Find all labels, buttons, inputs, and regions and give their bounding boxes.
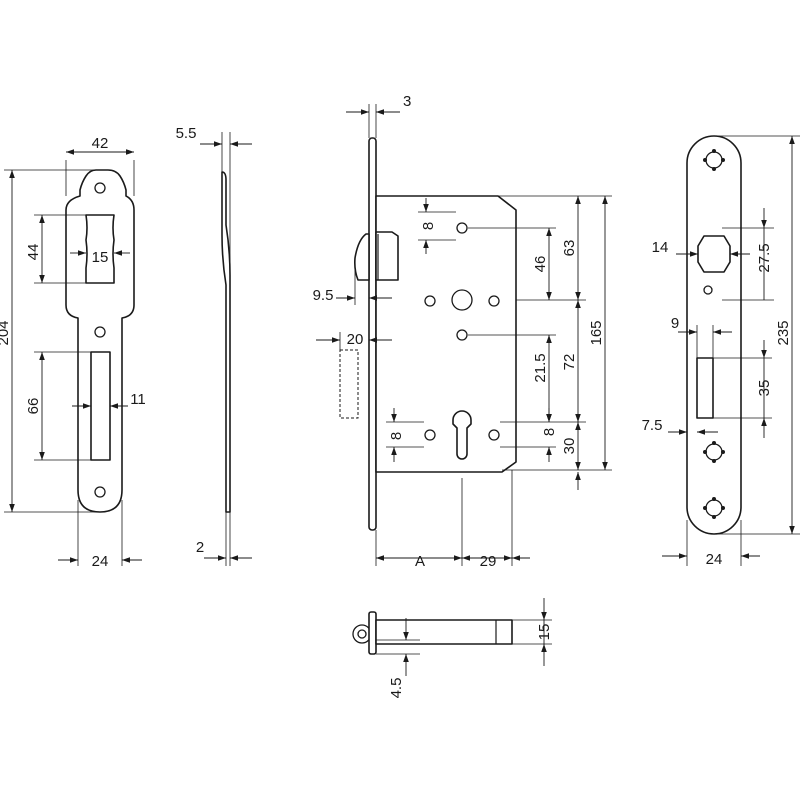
dim-side-offset: 5.5: [176, 125, 197, 142]
dim-case-height: 165: [588, 320, 605, 345]
dim-faceplate-bottom-width: 24: [706, 551, 723, 568]
strike-middle-screw-hole: [94, 326, 106, 338]
dim-faceplate-slot-width: 9: [671, 315, 679, 332]
dim-window-width: 15: [92, 249, 109, 266]
dim-follower-to-cylinder: 72: [561, 354, 578, 371]
latch-bolt-side-view: 15 4.5: [352, 598, 553, 699]
middle-screw-hole: [456, 329, 468, 341]
dim-faceplate-slot-height: 35: [756, 380, 773, 397]
strike-plate-view: 42 204 44 15 66 11 24: [0, 135, 146, 570]
strike-side-view: 5.5 2: [176, 125, 252, 566]
faceplate: [686, 135, 742, 535]
dim-deadbolt-projection: 20: [347, 331, 364, 348]
dim-cylinder-screw-spacing-left: 8: [388, 432, 405, 440]
latch-bolt-bevel: [354, 233, 370, 281]
dim-backset: A: [415, 553, 425, 570]
lock-body-view: 3 8 9.5 20 46 63 165 2: [313, 93, 612, 570]
dim-side-thickness: 2: [196, 539, 204, 556]
latch-roller-inner: [357, 629, 367, 639]
dim-faceplate-latch-width: 14: [652, 239, 669, 256]
dim-faceplate-height: 235: [775, 320, 792, 345]
strike-top-screw-hole: [94, 182, 106, 194]
faceplate-latch-opening: [697, 235, 731, 273]
dim-faceplate-slot-offset: 7.5: [642, 417, 663, 434]
dim-strike-width: 42: [92, 135, 109, 152]
dim-latch-height: 15: [536, 624, 553, 641]
cylinder-hole: [452, 410, 472, 460]
follower-right-hole: [488, 295, 500, 307]
faceplate-bolt-slot: [696, 357, 714, 419]
strike-bottom-screw-hole: [94, 486, 106, 498]
faceplate-small-hole: [703, 285, 713, 295]
dim-cylinder-screw-spacing-right: 8: [541, 428, 558, 436]
latch-forend-section: [368, 611, 377, 655]
faceplate-bottom-screw-hole: [703, 497, 725, 519]
dim-slot-width: 11: [130, 391, 146, 408]
dim-strike-height: 204: [0, 320, 12, 345]
dim-latch-projection: 9.5: [313, 287, 334, 304]
forend-plate: [368, 137, 377, 531]
hidden-deadbolt: [339, 349, 359, 419]
dim-window-height: 44: [25, 244, 42, 261]
dim-latch-screw-spacing: 8: [420, 222, 437, 230]
dim-latch-thickness: 4.5: [388, 678, 405, 699]
dim-follower-to-lower-hole: 21.5: [532, 353, 549, 382]
dim-backset-depth: 29: [480, 553, 497, 570]
dim-follower-to-top: 63: [561, 240, 578, 257]
follower-hole: [451, 289, 473, 311]
dim-cylinder-to-bottom: 30: [561, 438, 578, 455]
dim-slot-height: 66: [25, 398, 42, 415]
follower-left-hole: [424, 295, 436, 307]
latch-screw-hole: [456, 222, 468, 234]
faceplate-middle-screw-hole: [703, 441, 725, 463]
dim-faceplate-latch-height: 27.5: [756, 243, 773, 272]
dim-strike-bottom-width: 24: [92, 553, 109, 570]
dim-follower-to-latch: 46: [532, 256, 549, 273]
strike-side-profile: [221, 171, 231, 513]
cylinder-right-hole: [488, 429, 500, 441]
faceplate-view: 14 27.5 9 35 7.5 235 24: [642, 135, 800, 568]
strike-bolt-slot: [90, 351, 111, 461]
faceplate-top-screw-hole: [703, 149, 725, 171]
latch-bar: [375, 619, 513, 645]
latch-bolt: [375, 231, 399, 281]
cylinder-left-hole: [424, 429, 436, 441]
strike-latch-window: [85, 214, 115, 284]
dim-forend-thickness: 3: [403, 93, 411, 110]
